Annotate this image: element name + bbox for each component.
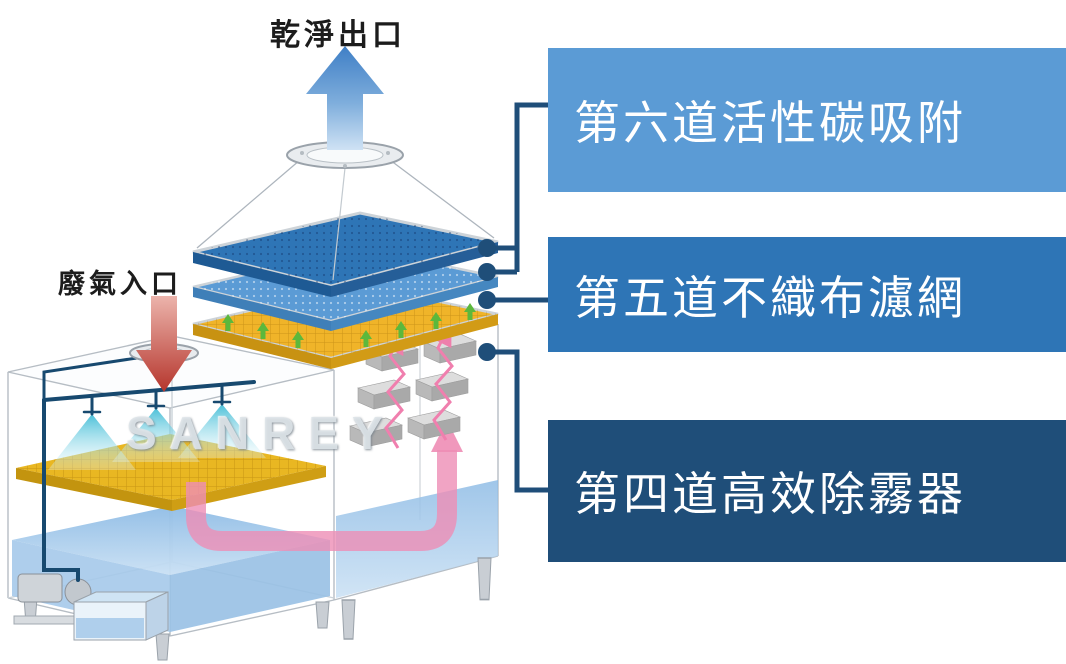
clean-outlet-label: 乾淨出口 <box>270 19 406 52</box>
callout-stage-5-label: 第五道不織布濾網 <box>574 271 966 324</box>
clean-outlet-arrow <box>306 46 384 150</box>
dot-prefilter-layer <box>478 263 496 281</box>
waste-inlet-arrow <box>136 296 192 392</box>
waste-inlet <box>129 296 199 392</box>
connector-stage-4 <box>487 349 548 493</box>
callout-dots <box>478 239 496 361</box>
dot-demister <box>478 343 496 361</box>
callout-stage-6-activated-carbon: 第六道活性碳吸附 <box>548 48 1066 192</box>
filter-stack <box>192 211 499 369</box>
spray-piping <box>42 354 256 582</box>
brand-watermark: SANREY <box>126 407 396 459</box>
callout-stage-6-label: 第六道活性碳吸附 <box>574 97 966 149</box>
sump-tank <box>73 591 169 641</box>
connector-stage-6 <box>487 102 548 275</box>
dot-carbon-layer <box>478 239 496 257</box>
callout-stage-5-nonwoven-filter: 第五道不織布濾網 <box>548 237 1066 352</box>
callout-stage-4-demister: 第四道高效除霧器 <box>548 420 1066 562</box>
dot-fabric-layer <box>478 291 496 309</box>
outlet-hood <box>196 141 495 281</box>
flow-ribbon-arrowhead <box>431 420 463 452</box>
waste-inlet-label: 廢氣入口 <box>58 269 182 299</box>
spray-cones <box>48 404 266 470</box>
mist-flow-arrows <box>381 321 454 449</box>
callout-stage-4-label: 第四道高效除霧器 <box>574 468 966 520</box>
carbon-filter-layer <box>192 211 499 297</box>
flow-ribbon <box>186 420 463 551</box>
callout-connectors <box>487 102 548 493</box>
